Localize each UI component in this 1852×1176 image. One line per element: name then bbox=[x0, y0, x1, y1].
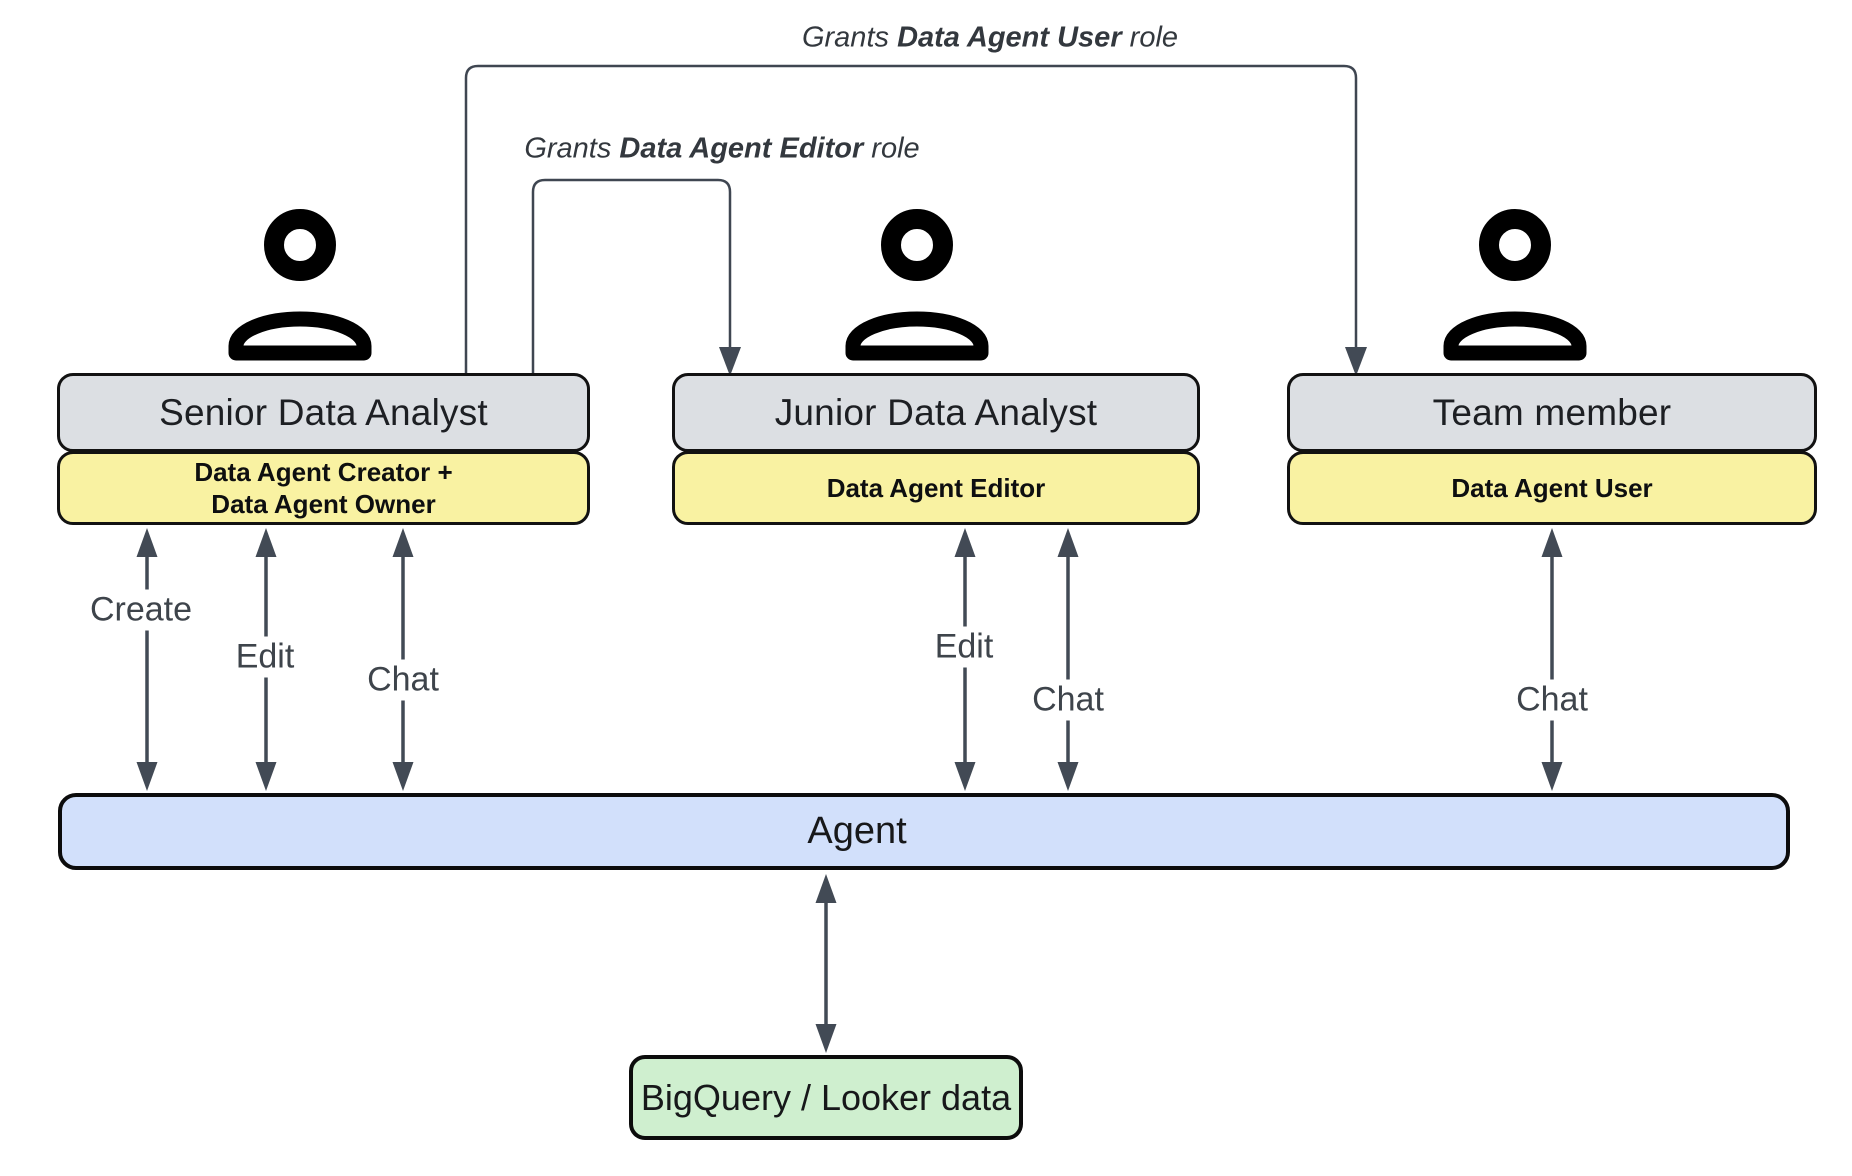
agent-data-arrow bbox=[815, 874, 837, 1053]
chat-arrow-junior bbox=[1057, 528, 1079, 791]
actor-title-team: Team member bbox=[1287, 373, 1817, 452]
actor-role-team-text: Data Agent User bbox=[1451, 472, 1653, 503]
edit-label-junior: Edit bbox=[928, 626, 1000, 668]
agent-label: Agent bbox=[807, 810, 907, 852]
chat-arrow-team bbox=[1541, 528, 1563, 791]
grant-user-role-name: Data Agent User bbox=[897, 21, 1122, 54]
actor-role-junior: Data Agent Editor bbox=[672, 451, 1200, 525]
actor-title-team-text: Team member bbox=[1432, 391, 1672, 433]
grant-editor-connector bbox=[531, 178, 741, 376]
actor-role-senior-text: Data Agent Creator + Data Agent Owner bbox=[194, 456, 453, 520]
person-icon-senior bbox=[228, 209, 372, 361]
agent-bar: Agent bbox=[58, 793, 1790, 870]
grant-user-prefix: Grants bbox=[801, 21, 898, 54]
actor-title-junior-text: Junior Data Analyst bbox=[774, 391, 1098, 433]
edit-label-senior: Edit bbox=[229, 636, 301, 678]
grant-user-suffix: role bbox=[1121, 21, 1179, 54]
create-label: Create bbox=[83, 589, 199, 631]
grant-user-label: Grants Data Agent User role bbox=[802, 22, 1178, 55]
person-icon-junior bbox=[845, 209, 989, 361]
actor-title-senior-text: Senior Data Analyst bbox=[159, 391, 488, 433]
actor-role-senior: Data Agent Creator + Data Agent Owner bbox=[57, 451, 590, 525]
chat-label-junior: Chat bbox=[1026, 679, 1110, 721]
person-icon-team bbox=[1443, 209, 1587, 361]
grant-editor-label: Grants Data Agent Editor role bbox=[524, 133, 919, 166]
datastore-box: BigQuery / Looker data bbox=[629, 1055, 1023, 1140]
grant-editor-prefix: Grants bbox=[524, 132, 620, 165]
grant-user-connector bbox=[464, 64, 1367, 376]
grant-editor-suffix: role bbox=[863, 132, 920, 165]
datastore-label: BigQuery / Looker data bbox=[640, 1076, 1012, 1118]
grant-editor-role-name: Data Agent Editor bbox=[619, 132, 864, 165]
actor-title-junior: Junior Data Analyst bbox=[672, 373, 1200, 452]
chat-label-team: Chat bbox=[1510, 679, 1594, 721]
actor-title-senior: Senior Data Analyst bbox=[57, 373, 590, 452]
chat-label-senior: Chat bbox=[361, 659, 445, 701]
create-arrow bbox=[136, 528, 158, 791]
actor-role-team: Data Agent User bbox=[1287, 451, 1817, 525]
actor-role-junior-text: Data Agent Editor bbox=[826, 472, 1046, 503]
